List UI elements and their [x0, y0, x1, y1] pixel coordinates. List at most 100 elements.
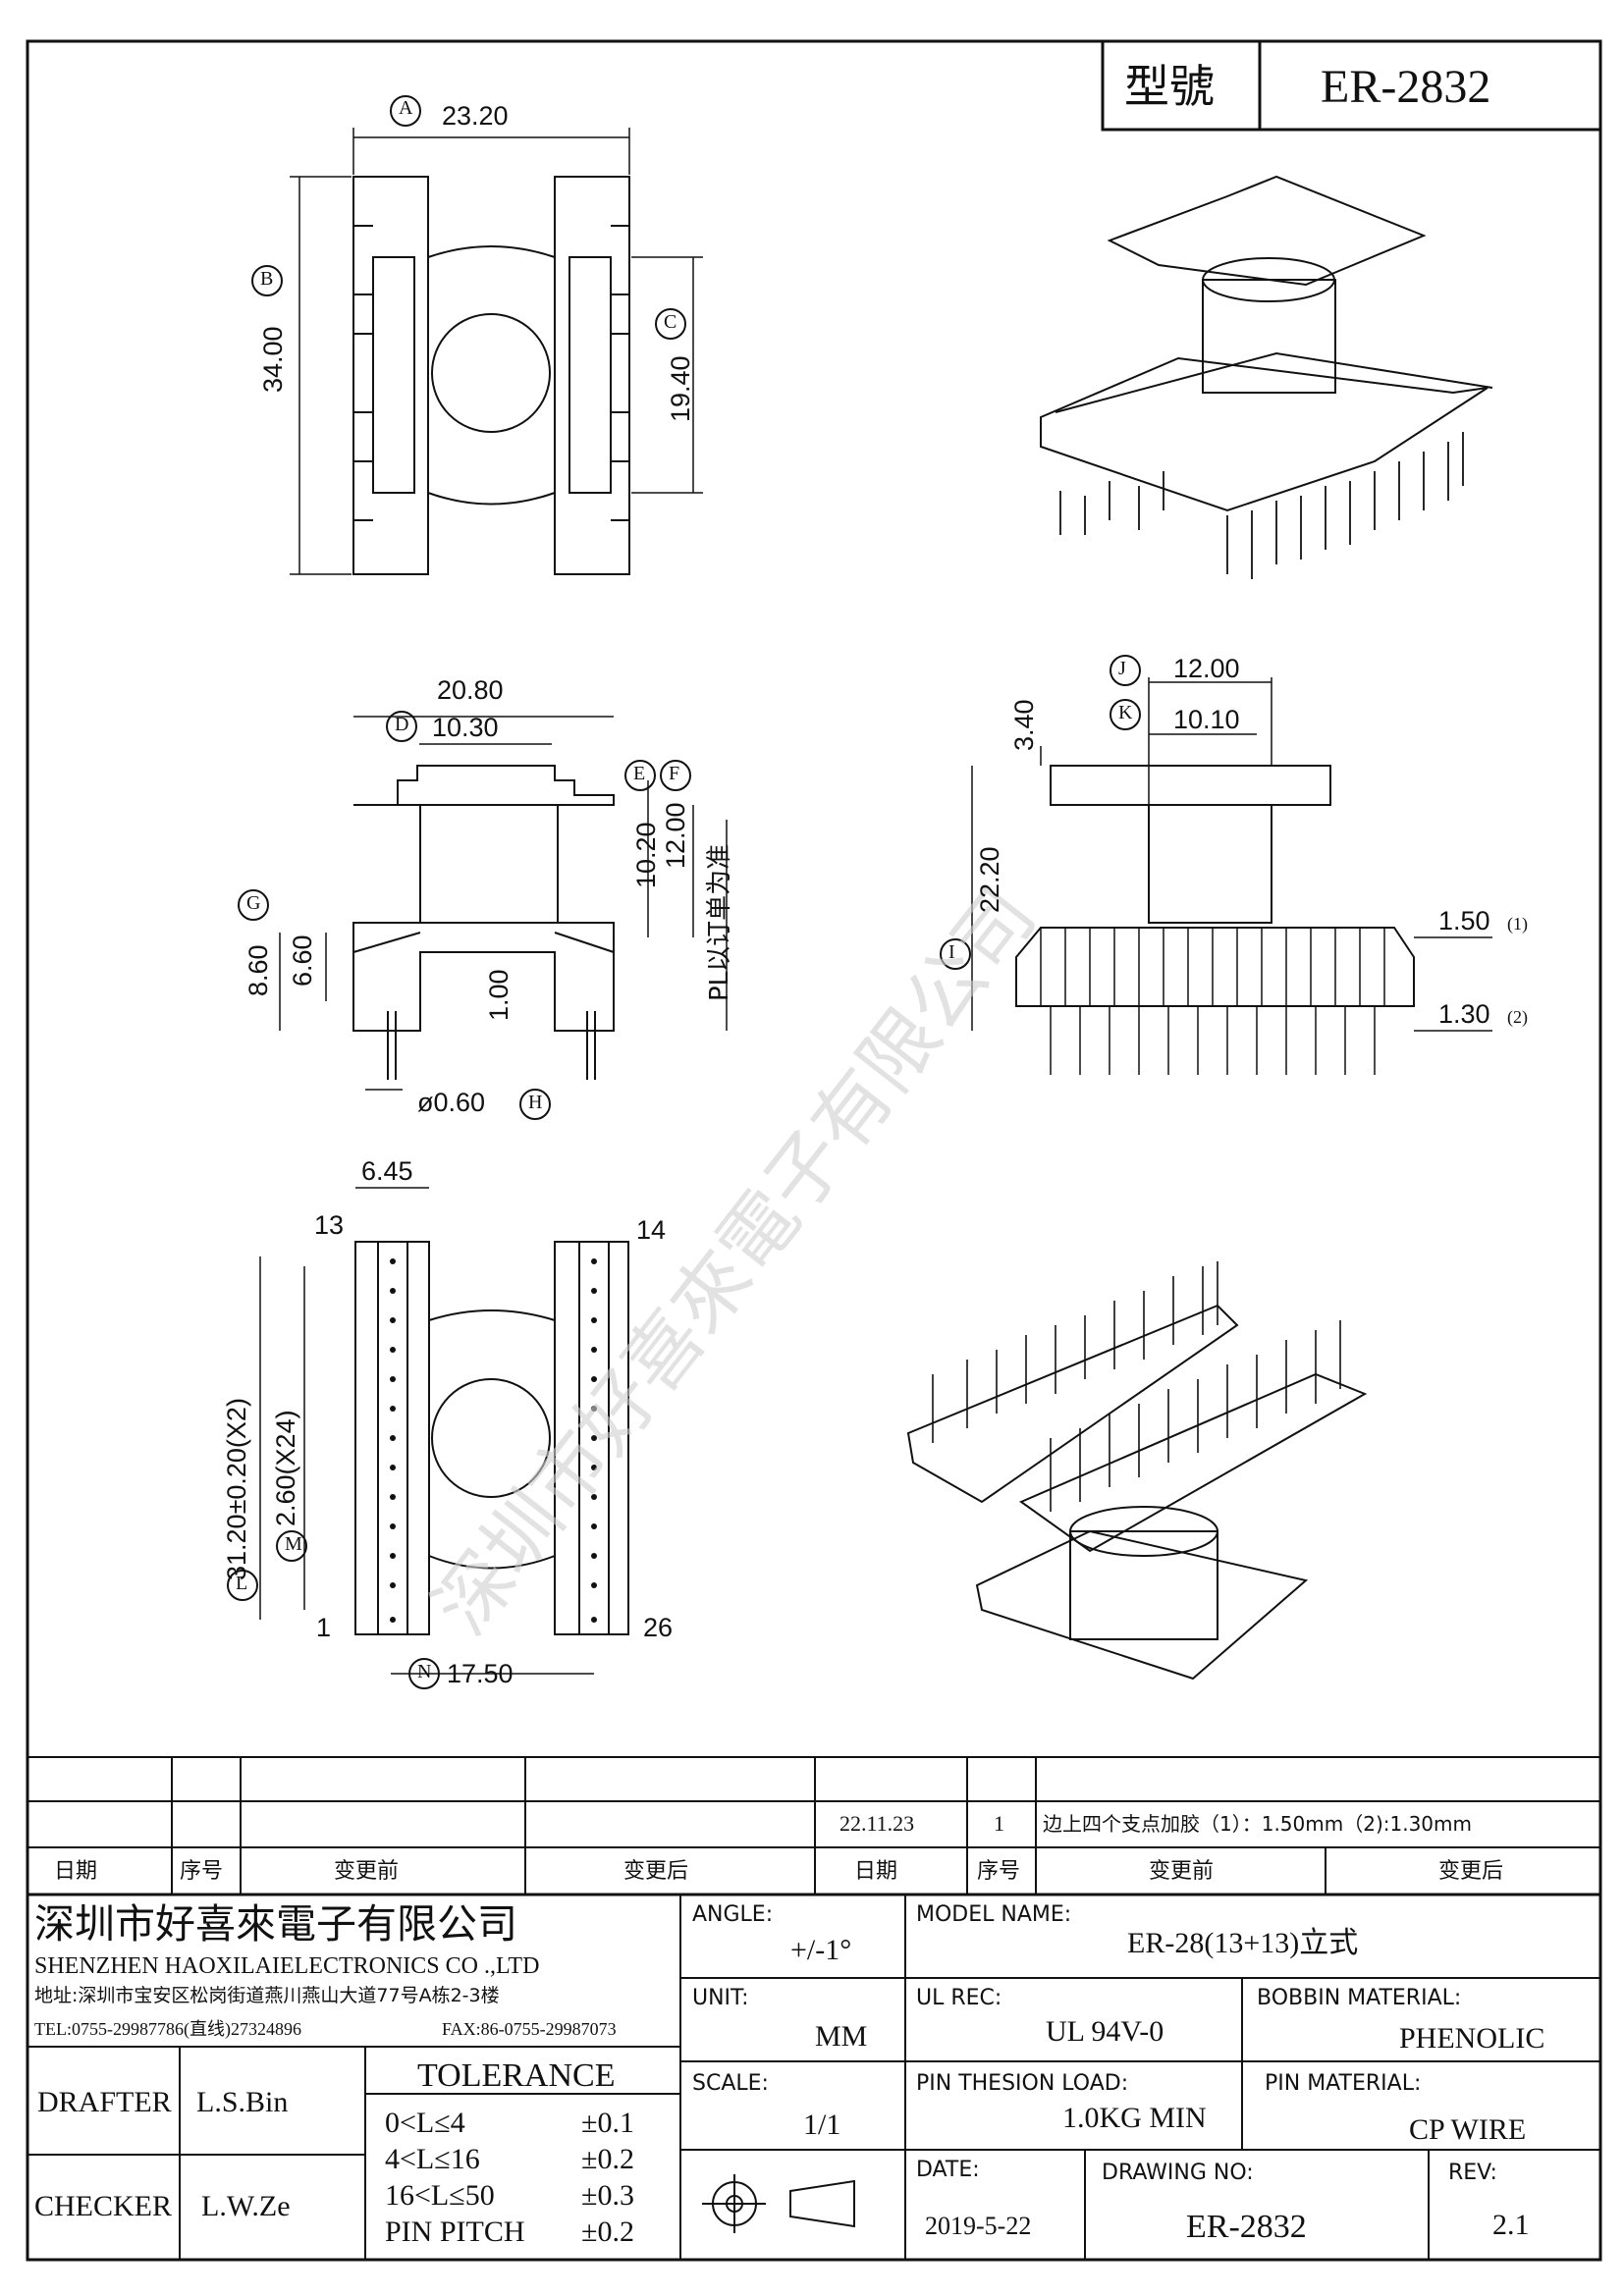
tol-range-3: PIN PITCH [385, 2216, 525, 2248]
bobbin-label: BOBBIN MATERIAL: [1257, 1986, 1462, 2010]
rev-h-before2: 变更前 [1149, 1859, 1215, 1884]
tag-I: I [948, 941, 955, 963]
rev-h-before1: 变更前 [334, 1859, 400, 1884]
sheet-border [26, 39, 1602, 2262]
tolerance-title: TOLERANCE [417, 2057, 616, 2094]
dim-side-t1: 1.00 [484, 969, 514, 1021]
company-fax: FAX:86-0755-29987073 [442, 2019, 617, 2039]
drawing-no-label: DRAWING NO: [1102, 2161, 1254, 2185]
tag-M: M [285, 1533, 302, 1555]
iso-view-bottom [906, 1261, 1368, 1681]
load-label: PIN THESION LOAD: [916, 2071, 1129, 2096]
front-view [940, 655, 1492, 1075]
company-tel: TEL:0755-29987786(直线)27324896 [34, 2019, 301, 2039]
drafter-value: L.S.Bin [196, 2086, 289, 2118]
company-name-cn: 深圳市好喜來電子有限公司 [34, 1900, 517, 1948]
drawing-no-value: ER-2832 [1186, 2209, 1307, 2245]
tag-A: A [399, 97, 413, 119]
scale-value: 1/1 [803, 2109, 841, 2141]
dim-side-h1: 10.20 [631, 822, 661, 888]
pin-13: 13 [314, 1210, 345, 1240]
rev-h-seq2: 序号 [977, 1859, 1021, 1884]
tag-B: B [260, 268, 274, 290]
date-label: DATE: [916, 2158, 980, 2182]
dim-A: 23.20 [442, 101, 509, 131]
side-note: PL以订单为准 [705, 843, 734, 1001]
company-address: 地址:深圳市宝安区松岗街道燕川燕山大道77号A栋2-3楼 [34, 1985, 500, 2006]
tag-N: N [417, 1661, 432, 1682]
checker-value: L.W.Ze [201, 2190, 291, 2222]
dim-B: 34.00 [258, 326, 288, 393]
date-value: 2019-5-22 [925, 2212, 1032, 2240]
tol-range-0: 0<L≤4 [385, 2107, 465, 2139]
dim-J: 12.00 [1173, 654, 1240, 683]
rev-row1-note: 边上四个支点加胶（1）：1.50mm（2):1.30mm [1043, 1812, 1472, 1836]
rev-h-date1: 日期 [54, 1859, 98, 1884]
tag-H: H [528, 1092, 543, 1113]
tol-range-2: 16<L≤50 [385, 2179, 495, 2212]
tol-value-3: ±0.2 [581, 2216, 634, 2248]
dim-side-ef: 12.00 [661, 802, 690, 869]
load-value: 1.0KG MIN [1062, 2102, 1207, 2134]
dim-s1: 1.50 [1438, 906, 1490, 935]
dim-N: 17.50 [447, 1659, 514, 1688]
iso-view-top [1040, 175, 1493, 579]
tol-range-1: 4<L≤16 [385, 2143, 480, 2175]
pin-1: 1 [316, 1613, 332, 1642]
pin-14: 14 [636, 1215, 667, 1245]
tag-E: E [633, 763, 646, 784]
model-header-value: ER-2832 [1321, 61, 1491, 113]
dim-side-width: 20.80 [437, 675, 504, 705]
dim-G: 8.60 [244, 944, 273, 996]
dim-K: 10.10 [1173, 705, 1240, 734]
tag-K: K [1118, 702, 1133, 723]
unit-label: UNIT: [692, 1986, 749, 2010]
rev-row1-date: 22.11.23 [839, 1811, 915, 1836]
scale-label: SCALE: [692, 2071, 769, 2096]
dim-s1-tag: (1) [1507, 914, 1528, 934]
dim-s2-tag: (2) [1507, 1007, 1528, 1027]
bobbin-value: PHENOLIC [1399, 2022, 1545, 2055]
rev-value: 2.1 [1492, 2209, 1530, 2241]
dim-L: 31.20±0.20(X2) [222, 1398, 251, 1580]
checker-label: CHECKER [34, 2190, 173, 2222]
drafter-label: DRAFTER [37, 2086, 172, 2118]
tag-J: J [1118, 658, 1126, 679]
unit-value: MM [815, 2020, 868, 2053]
tol-value-2: ±0.3 [581, 2179, 634, 2212]
tag-F: F [669, 763, 680, 784]
rev-label: REV: [1448, 2161, 1497, 2185]
angle-label: ANGLE: [692, 1902, 774, 1927]
angle-value: +/-1° [790, 1934, 852, 1966]
rev-h-after2: 变更后 [1438, 1859, 1504, 1884]
dim-s2: 1.30 [1438, 999, 1490, 1029]
dim-C: 19.40 [666, 355, 695, 422]
company-name-en: SHENZHEN HAOXILAIELECTRONICS CO .,LTD [34, 1953, 540, 1979]
tag-G: G [246, 892, 261, 914]
dim-pin-dia: ø0.60 [417, 1088, 486, 1117]
top-view [251, 95, 703, 575]
ul-value: UL 94V-0 [1046, 2015, 1164, 2048]
tag-D: D [395, 714, 409, 735]
pin-26: 26 [643, 1613, 674, 1642]
ul-label: UL REC: [916, 1986, 1002, 2010]
dim-D: 10.30 [432, 713, 499, 742]
dim-side-g2: 6.60 [288, 934, 317, 987]
dim-I: 22.20 [975, 846, 1004, 913]
tag-L: L [236, 1573, 248, 1594]
model-name-label: MODEL NAME: [916, 1902, 1072, 1927]
title-block [27, 1895, 1600, 2260]
rev-h-after1: 变更后 [623, 1859, 689, 1884]
revision-table [27, 1756, 1600, 1896]
dim-bottom-w: 6.45 [361, 1156, 413, 1186]
rev-row1-seq: 1 [994, 1811, 1004, 1836]
model-name-value: ER-28(13+13)立式 [1127, 1927, 1359, 1959]
pin-mat-value: CP WIRE [1409, 2113, 1527, 2146]
rev-h-seq1: 序号 [180, 1859, 224, 1884]
tol-value-0: ±0.1 [581, 2107, 634, 2139]
tol-value-1: ±0.2 [581, 2143, 634, 2175]
dim-M: 2.60(X24) [271, 1410, 300, 1526]
bottom-view [227, 1187, 629, 1689]
pin-mat-label: PIN MATERIAL: [1265, 2071, 1422, 2096]
